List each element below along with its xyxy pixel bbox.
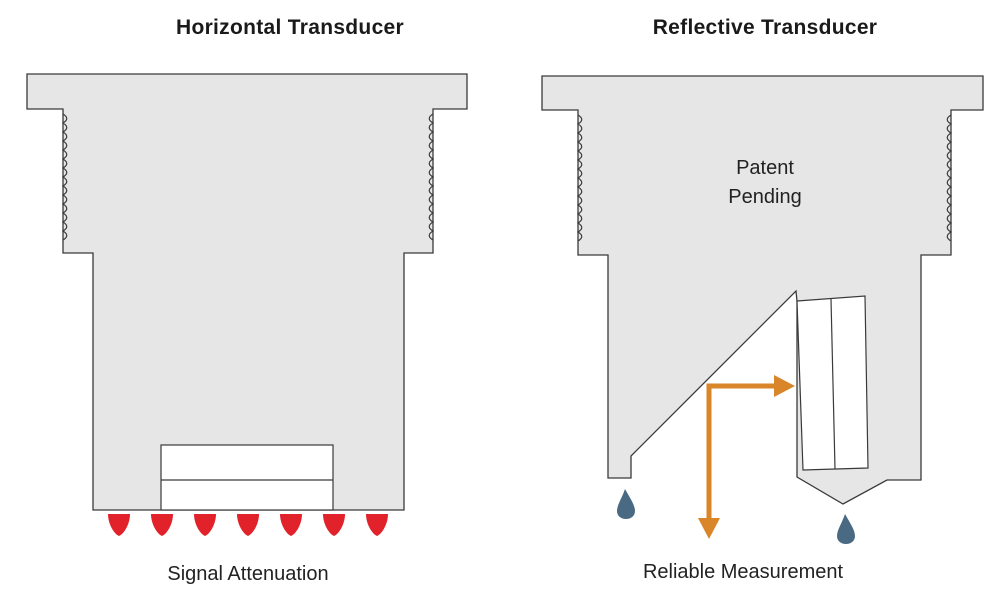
patent-label-line2: Pending xyxy=(728,186,802,208)
red-droplet xyxy=(194,514,216,536)
signal-path-line xyxy=(706,383,778,520)
patent-label-line1: Patent xyxy=(736,157,794,179)
reflective-transducer-title: Reflective Transducer xyxy=(652,16,878,39)
patent-pending-label: Patent Pending xyxy=(690,154,840,212)
horizontal-transducer-body xyxy=(26,73,468,511)
signal-attenuation-caption: Signal Attenuation xyxy=(167,563,329,585)
signal-arrowhead-down xyxy=(698,518,720,539)
red-droplet xyxy=(151,514,173,536)
red-droplets xyxy=(108,514,388,536)
horizontal-transducer xyxy=(26,73,468,536)
right-thread-left xyxy=(576,114,583,242)
blue-droplet-left xyxy=(617,489,635,519)
signal-path-arrow xyxy=(698,375,795,539)
red-droplet xyxy=(280,514,302,536)
blue-droplet-right xyxy=(837,514,855,544)
reflective-transducer xyxy=(541,75,984,544)
left-thread-right xyxy=(428,113,435,241)
horizontal-crystal-element xyxy=(160,444,334,511)
red-droplet xyxy=(366,514,388,536)
signal-arrowhead-right xyxy=(774,375,795,397)
red-droplet xyxy=(108,514,130,536)
reliable-measurement-caption: Reliable Measurement xyxy=(642,561,844,583)
red-droplet xyxy=(237,514,259,536)
reflective-transducer-body xyxy=(541,75,984,505)
reflective-crystal-divider xyxy=(830,298,836,470)
left-thread-left xyxy=(61,113,68,241)
red-droplet xyxy=(323,514,345,536)
horizontal-transducer-title: Horizontal Transducer xyxy=(175,16,404,39)
right-thread-right xyxy=(946,114,953,242)
